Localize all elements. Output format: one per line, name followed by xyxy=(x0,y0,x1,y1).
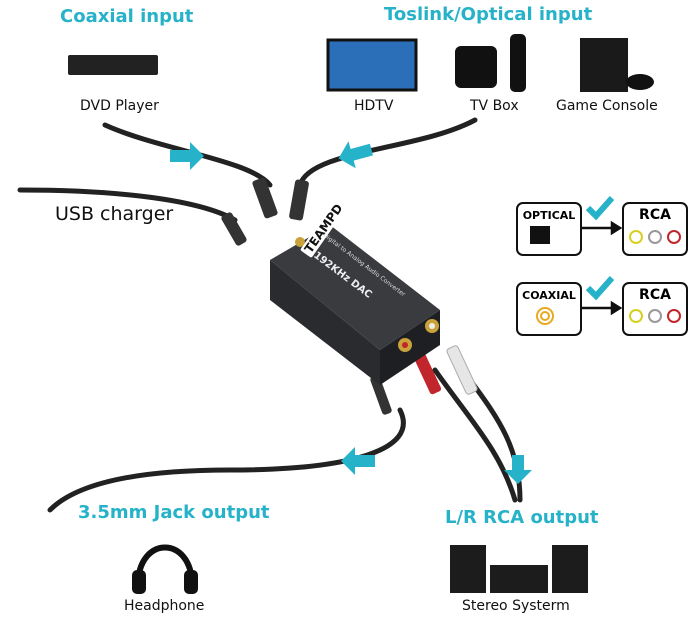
dac-device xyxy=(270,225,440,385)
arrow-icon xyxy=(338,141,373,169)
usb-charger-label: USB charger xyxy=(55,203,174,225)
jack-cable xyxy=(47,407,406,513)
dvd-player-label: DVD Player xyxy=(80,98,159,114)
optical-input-heading: Toslink/Optical input xyxy=(384,4,593,25)
arrow-icon xyxy=(170,142,204,170)
usb-cable xyxy=(17,187,238,223)
tv-box-label: TV Box xyxy=(470,98,519,114)
coaxial-box: COAXIAL xyxy=(516,282,582,336)
game-console-image xyxy=(580,38,628,92)
stereo-unit-image xyxy=(490,565,548,593)
rca-box: RCA xyxy=(622,202,688,256)
optical-label: OPTICAL xyxy=(522,209,576,222)
rca-output-heading: L/R RCA output xyxy=(445,507,599,528)
rca-label: RCA xyxy=(639,287,671,303)
coaxial-label: COAXIAL xyxy=(522,289,576,302)
speaker-right-image xyxy=(552,545,588,593)
rca-cable-white xyxy=(467,377,523,503)
jack-output-heading: 3.5mm Jack output xyxy=(78,502,270,523)
optical-cable xyxy=(297,117,478,188)
arrow-icon xyxy=(504,455,532,484)
headphone-image xyxy=(135,544,195,586)
remote-image xyxy=(510,34,526,92)
coaxial-input-heading: Coaxial input xyxy=(60,6,194,27)
stereo-label: Stereo Systerm xyxy=(462,598,570,614)
check-icon xyxy=(585,276,615,301)
hdtv-image xyxy=(326,38,418,92)
game-console-label: Game Console xyxy=(556,98,658,114)
optical-box: OPTICAL xyxy=(516,202,582,256)
speaker-left-image xyxy=(450,545,486,593)
arrow-icon xyxy=(341,447,375,475)
headphone-label: Headphone xyxy=(124,598,205,614)
check-icon xyxy=(585,196,615,221)
dvd-player-image xyxy=(68,55,158,75)
rca-label: RCA xyxy=(639,207,671,223)
controller-image xyxy=(626,74,654,90)
rca-box: RCA xyxy=(622,282,688,336)
hdtv-label: HDTV xyxy=(354,98,394,114)
tv-box-image xyxy=(455,46,497,88)
rca-cable-red xyxy=(432,367,518,503)
